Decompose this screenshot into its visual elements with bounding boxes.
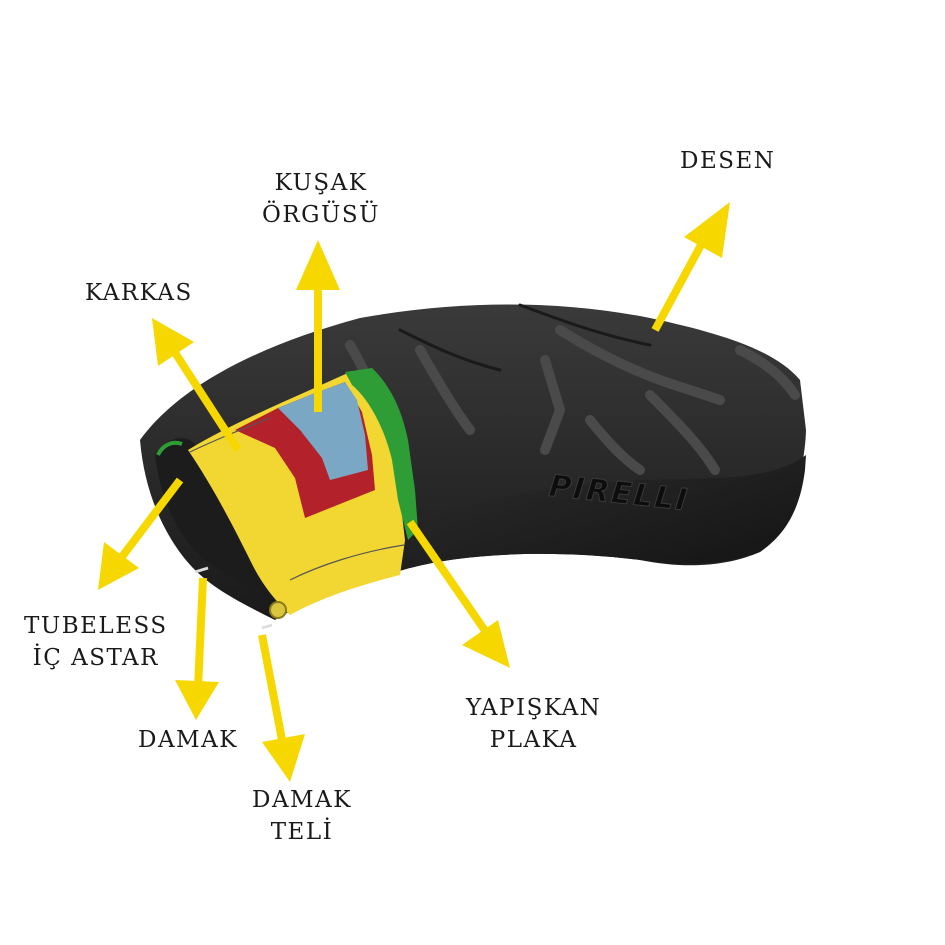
cutaway-layers — [188, 368, 418, 630]
arrow-desen — [651, 202, 730, 332]
label-kusak-orgusu: KUŞAK ÖRGÜSÜ — [262, 167, 380, 231]
cap-ply-layer — [345, 368, 418, 540]
arrow-yapiskan-plaka — [406, 519, 510, 668]
arrow-damak-teli — [258, 634, 305, 782]
label-damak-teli-line2: TELİ — [270, 819, 334, 845]
arrow-damak — [175, 577, 219, 720]
label-yapiskan-line2: PLAKA — [489, 727, 578, 753]
label-kusak-line2: ÖRGÜSÜ — [262, 202, 381, 228]
label-damak-teli: DAMAK TELİ — [252, 784, 352, 848]
label-desen: DESEN — [680, 145, 775, 177]
label-karkas: KARKAS — [85, 277, 193, 309]
label-kusak-line1: KUŞAK — [274, 170, 368, 196]
label-tubeless-line2: İÇ ASTAR — [32, 645, 159, 671]
arrow-tubeless — [98, 477, 184, 590]
label-damak-text: DAMAK — [138, 727, 238, 753]
arrow-kusak-orgusu — [296, 240, 340, 412]
label-desen-text: DESEN — [680, 148, 776, 174]
label-yapiskan-plaka: YAPIŞKAN PLAKA — [466, 692, 601, 756]
bead-wire — [269, 601, 287, 619]
label-yapiskan-line1: YAPIŞKAN — [466, 695, 602, 721]
label-damak: DAMAK — [138, 724, 238, 756]
arrow-karkas — [152, 318, 242, 453]
belt-blue-layer — [278, 382, 368, 480]
label-damak-teli-line1: DAMAK — [252, 787, 352, 813]
label-tubeless-line1: TUBELESS — [24, 613, 168, 639]
label-tubeless-ic-astar: TUBELESS İÇ ASTAR — [24, 610, 168, 674]
label-karkas-text: KARKAS — [85, 280, 193, 306]
